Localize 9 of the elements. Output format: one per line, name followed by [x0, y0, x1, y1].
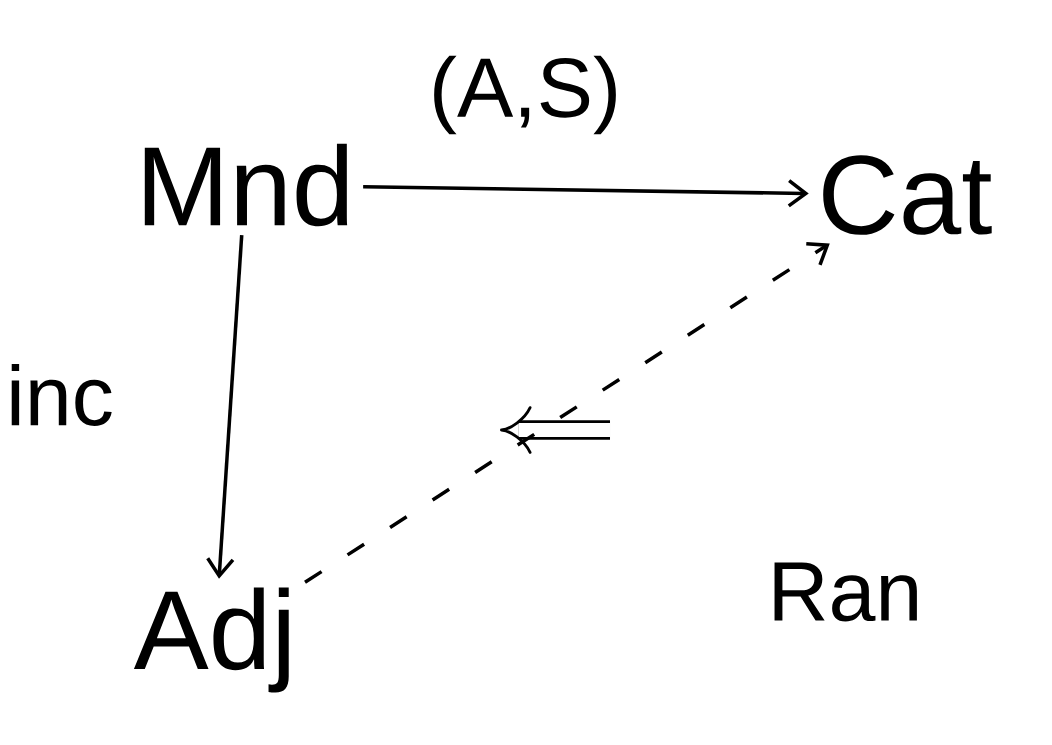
arrow — [304, 241, 830, 584]
object-label: Adj — [133, 587, 289, 693]
object-label: Mnd — [144, 143, 348, 227]
arrow — [363, 179, 809, 208]
edge-label: Ran — [774, 562, 917, 622]
edge-label: inc — [11, 364, 112, 426]
arrow — [206, 234, 244, 579]
edge-label: (A,S) — [434, 55, 616, 135]
object-label: Cat — [823, 155, 992, 235]
